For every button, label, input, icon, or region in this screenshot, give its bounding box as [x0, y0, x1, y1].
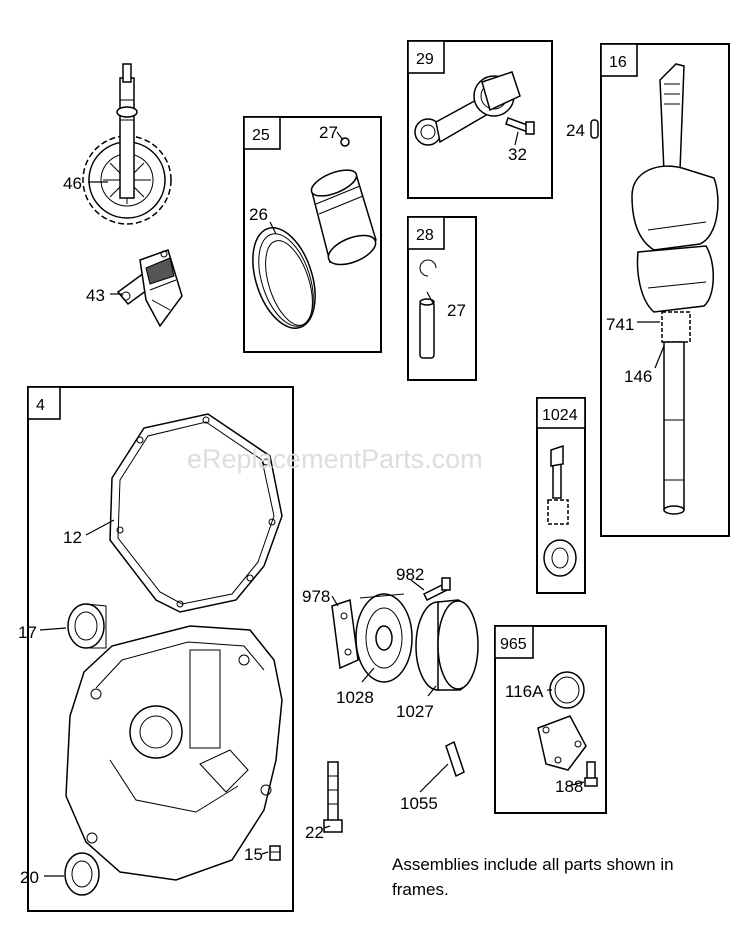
frame-piston-pin-assembly: 28 — [407, 216, 477, 381]
callout-24: 24 — [566, 121, 585, 140]
governor-gear-illustration — [543, 444, 577, 577]
frame-tag-sump: 4 — [36, 397, 45, 414]
gasket-978-illustration — [331, 599, 359, 670]
callout-116a: 116A — [505, 682, 544, 701]
sump-housing-illustration — [65, 625, 283, 881]
oil-seal-lower-illustration — [64, 852, 100, 896]
callout-17: 17 — [18, 623, 37, 642]
callout-1028: 1028 — [336, 688, 374, 707]
callout-1055: 1055 — [400, 794, 438, 813]
frame-tag-connecting-rod: 29 — [416, 51, 434, 68]
callout-978: 978 — [302, 587, 330, 606]
oil-pump-cover-1027-illustration — [415, 599, 479, 691]
frame-tag-cover: 965 — [500, 636, 527, 653]
callout-146: 146 — [624, 367, 652, 386]
rod-bolt-illustration — [505, 117, 535, 135]
bolt-22-illustration — [323, 761, 343, 833]
callout-982: 982 — [396, 565, 424, 584]
connecting-rod-illustration — [414, 71, 521, 146]
frame-tag-governor: 1024 — [542, 407, 578, 424]
callout-741: 741 — [606, 315, 634, 334]
callout-1027: 1027 — [396, 702, 434, 721]
piston-illustration — [310, 137, 377, 266]
governor-linkage-illustration — [116, 249, 183, 328]
sump-gasket-illustration — [109, 413, 283, 613]
frame-tag-crankshaft: 16 — [609, 54, 627, 71]
crankshaft-illustration — [631, 63, 719, 515]
callout-12: 12 — [63, 528, 82, 547]
callout-20: 20 — [20, 868, 39, 887]
cam-gear-illustration — [82, 63, 172, 225]
frame-tag-piston: 25 — [252, 127, 270, 144]
callout-27-ring-clip: 27 — [319, 123, 338, 142]
piston-pin-clip-illustration — [419, 259, 437, 277]
callout-188: 188 — [555, 777, 583, 796]
pin-1055-illustration — [445, 740, 465, 778]
oil-seal-upper-illustration — [67, 603, 107, 649]
callout-32: 32 — [508, 145, 527, 164]
frame-tag-piston-pin: 28 — [416, 227, 434, 244]
callout-46: 46 — [63, 174, 82, 193]
assemblies-note: Assemblies include all parts shown in fr… — [392, 855, 674, 899]
oil-pump-body-illustration — [355, 593, 413, 683]
watermark: eReplacementParts.com — [187, 444, 483, 474]
screw-982-illustration — [422, 577, 451, 602]
callout-27-pin-clip: 27 — [447, 301, 466, 320]
screw-188-illustration — [584, 761, 598, 787]
piston-rings-illustration — [252, 227, 316, 329]
dowel-pin-illustration — [590, 119, 599, 139]
callout-43: 43 — [86, 286, 105, 305]
callout-15: 15 — [244, 845, 263, 864]
o-ring-116a-illustration — [549, 671, 585, 709]
cover-plate-illustration — [537, 715, 587, 771]
callout-26: 26 — [249, 205, 268, 224]
callout-22: 22 — [305, 823, 324, 842]
drain-plug-illustration — [269, 845, 281, 861]
piston-pin-illustration — [419, 298, 435, 359]
